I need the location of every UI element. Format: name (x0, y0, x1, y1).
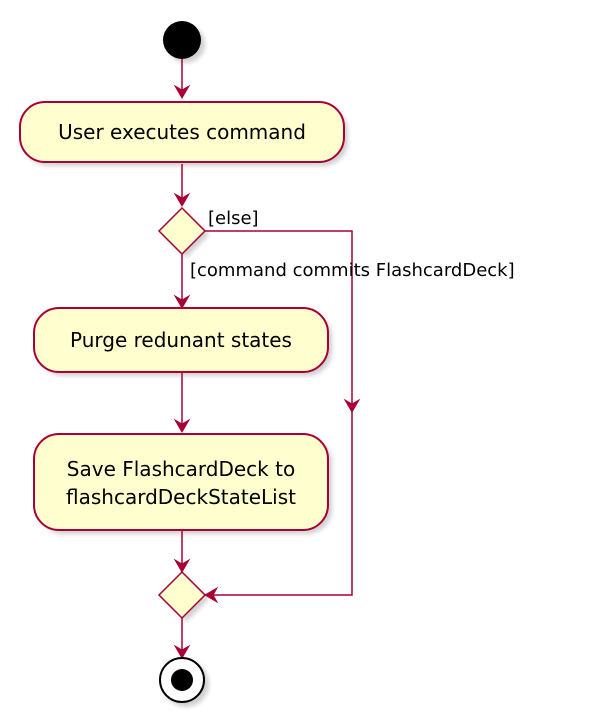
guard-else-label: [else] (208, 208, 259, 229)
guard-commits-label: [command commits FlashcardDeck] (190, 260, 515, 281)
action-label-line1: Save FlashcardDeck to (67, 457, 295, 481)
action-save-flashcard-deck: Save FlashcardDeck to flashcardDeckState… (33, 433, 329, 531)
action-label: User executes command (58, 120, 306, 144)
end-node (159, 657, 205, 703)
edge-else-branch (205, 230, 353, 596)
action-label-line2: flashcardDeckStateList (66, 485, 296, 509)
action-label: Purge redunant states (70, 328, 292, 352)
action-purge-redundant-states: Purge redunant states (33, 307, 329, 373)
action-user-executes-command: User executes command (19, 101, 345, 163)
start-node (163, 21, 201, 59)
decision-node (157, 206, 207, 256)
merge-node (157, 570, 207, 620)
flow-edges (173, 59, 361, 659)
